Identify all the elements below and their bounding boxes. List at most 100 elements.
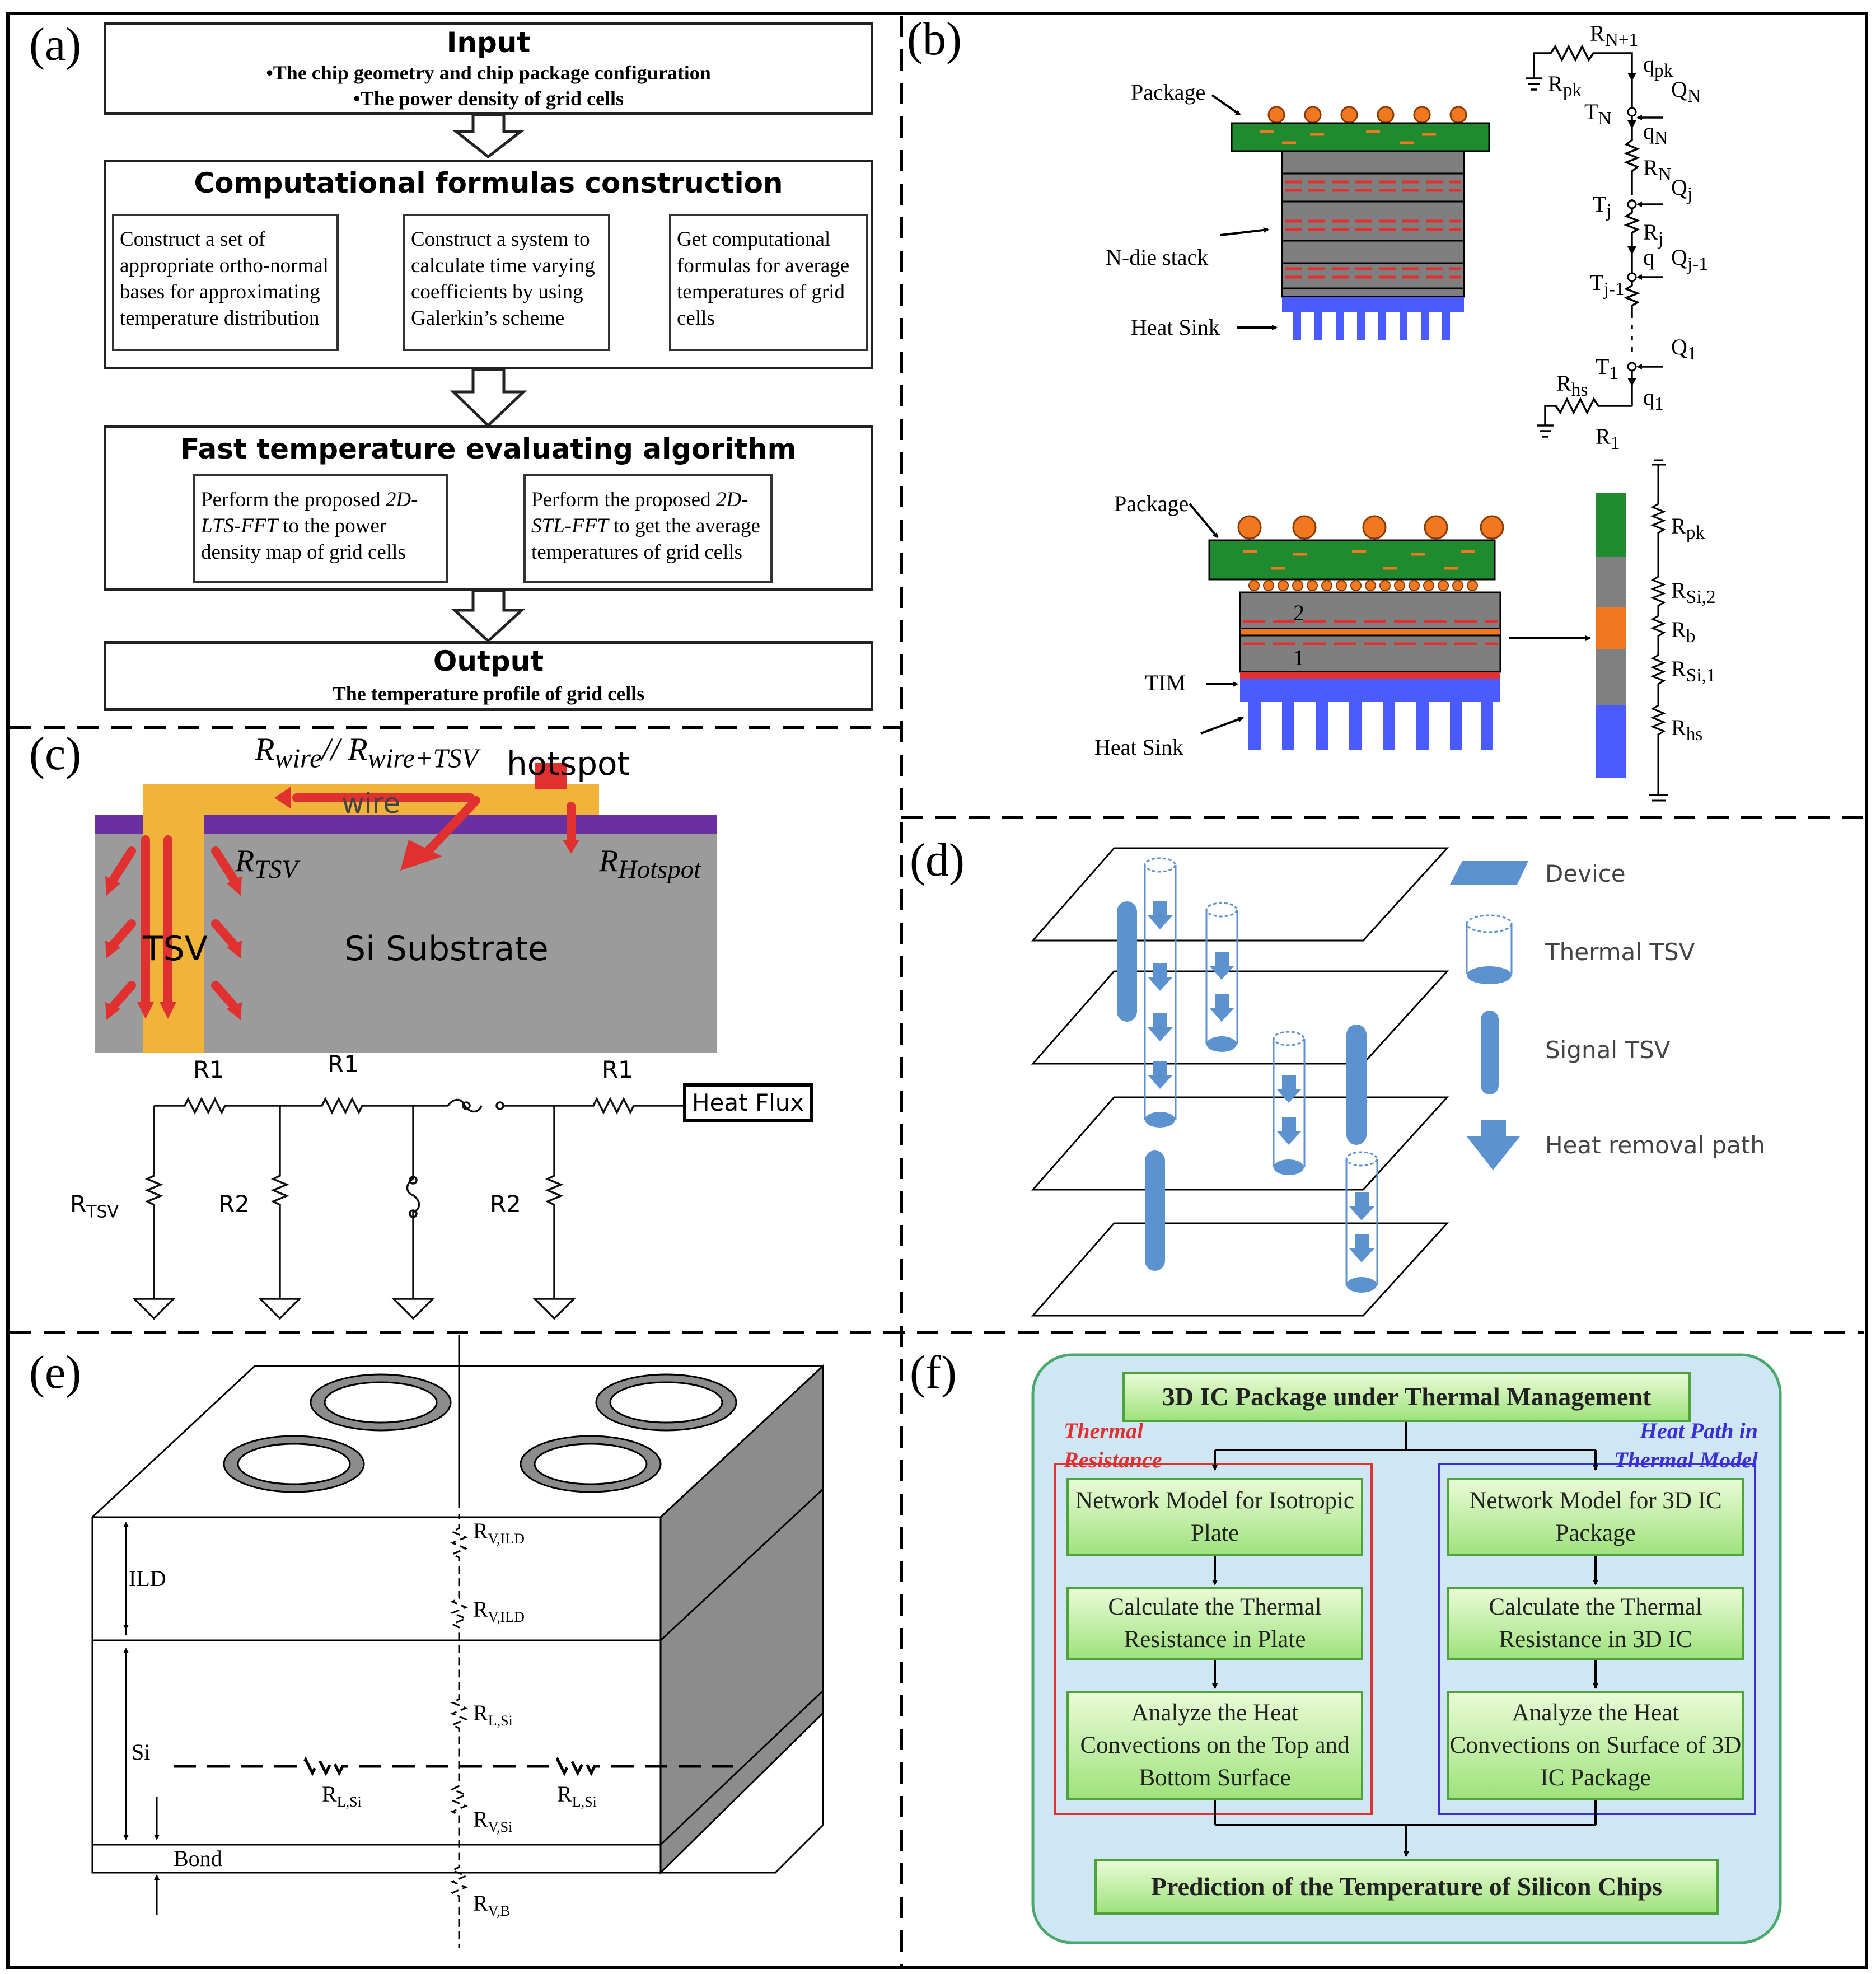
label-rpk-block: Rpk [1671, 513, 1705, 543]
step1-text-a: Perform the proposed [201, 488, 386, 511]
label-rtsv-res: RTSV [70, 1190, 119, 1222]
output-line: The temperature profile of grid cells [332, 682, 645, 705]
rc-bond-block [1596, 607, 1626, 649]
label-rb: Rb [1671, 617, 1696, 647]
label-rl-si-left: RL,Si [322, 1781, 362, 1810]
figure-border [6, 12, 1868, 1969]
label-rv-ild-1: RV,ILD [473, 1518, 525, 1547]
label-wire: wire [341, 787, 401, 820]
label-heatsink-bottom: Heat Sink [1094, 735, 1183, 760]
rc-si1-block [1596, 649, 1626, 705]
heat-flux-box: Heat Flux [683, 1083, 813, 1122]
label-ild: ILD [129, 1566, 166, 1591]
label-rl-si-right: RL,Si [557, 1781, 597, 1810]
label-R1: R1 [1596, 424, 1620, 453]
label-q1: q1 [1643, 385, 1664, 414]
f-left-step-2: Calculate the Thermal Resistance in Plat… [1066, 1587, 1363, 1660]
label-rwire: Rwire// Rwire+TSV [255, 731, 479, 774]
hotspot-block [535, 763, 567, 789]
output-title: Output [433, 645, 544, 677]
label-T1: T1 [1596, 354, 1619, 383]
label-si: Si [132, 1739, 151, 1765]
rc-package-block [1596, 493, 1626, 557]
label-Tj: Tj [1593, 191, 1612, 221]
label-package-bottom: Package [1114, 491, 1189, 516]
label-rpk-circuit: Rpk [1548, 71, 1582, 101]
f-left-tag: Thermal Resistance [1064, 1418, 1162, 1472]
panel-a-label: (a) [29, 18, 82, 71]
circuit-nodes [1627, 107, 1637, 372]
panel-e-label: (e) [29, 1346, 82, 1398]
label-Qj: Qj [1671, 175, 1693, 204]
label-RN: RN [1643, 155, 1672, 185]
rc-sink-block [1596, 705, 1626, 778]
legend-heat-path-icon [1467, 1120, 1520, 1170]
label-rl-si-v: RL,Si [473, 1700, 513, 1729]
legend-device: Device [1545, 860, 1626, 887]
step2-method: 2D-STL-FFT [531, 488, 748, 537]
panel-d-tsvs [1117, 857, 1528, 1293]
step2-text-b: to get the average temperatures of grid … [531, 514, 760, 564]
label-tim: TIM [1145, 670, 1186, 695]
rc-si2-block [1596, 557, 1626, 607]
label-r2-a: R2 [218, 1190, 250, 1218]
label-q: q [1643, 245, 1654, 270]
label-package-top: Package [1131, 79, 1206, 105]
input-box: Input •The chip geometry and chip packag… [104, 22, 873, 115]
algorithm-title: Fast temperature evaluating algorithm [180, 433, 797, 465]
label-qpk: qpk [1643, 52, 1673, 81]
label-tsv: TSV [143, 929, 208, 969]
algorithm-step-1: Perform the proposed 2D-LTS-FFT to the p… [193, 474, 448, 583]
construction-step-3: Get computational formulas for average t… [669, 214, 868, 351]
label-r1-b: R1 [328, 1050, 359, 1078]
construction-step-1: Construct a set of appropriate ortho-nor… [112, 214, 339, 351]
f-right-step-2: Calculate the Thermal Resistance in 3D I… [1447, 1587, 1744, 1660]
f-left-step-3: Analyze the Heat Convections on the Top … [1066, 1691, 1363, 1800]
label-ndie: N-die stack [1106, 245, 1209, 270]
flow-arrow-down-2 [450, 368, 527, 428]
construction-title: Computational formulas construction [194, 167, 783, 199]
f-right-step-1: Network Model for 3D IC Package [1447, 1478, 1744, 1556]
legend-device-icon [1450, 861, 1528, 885]
algorithm-step-2: Perform the proposed 2D-STL-FFT to get t… [523, 474, 773, 583]
label-qN: qN [1643, 119, 1668, 148]
panel-c-graphic [95, 763, 717, 1053]
panel-d-graphic [1031, 847, 1449, 1317]
label-rn1: RN+1 [1590, 21, 1639, 50]
input-line-1: •The chip geometry and chip package conf… [266, 62, 711, 84]
label-rv-b: RV,B [473, 1891, 510, 1919]
label-r2-b: R2 [490, 1190, 521, 1218]
panel-c-label: (c) [29, 728, 82, 780]
label-rsi2: RSi,2 [1671, 578, 1716, 607]
panel-c-circuit [132, 1097, 683, 1320]
label-Rj: Rj [1643, 219, 1663, 249]
label-rhs-block: Rhs [1671, 715, 1703, 745]
circuit-flow-arrows [1627, 73, 1636, 386]
algorithm-box: Fast temperature evaluating algorithm Pe… [104, 425, 873, 591]
legend-signal-tsv-icon [1481, 1011, 1499, 1094]
legend-heat-removal: Heat removal path [1545, 1131, 1765, 1159]
step1-method: 2D-LTS-FFT [201, 488, 418, 537]
legend-thermal-tsv: Thermal TSV [1545, 938, 1695, 966]
panel-b-2die [1189, 459, 1668, 802]
flow-arrow-down-1 [452, 113, 525, 159]
label-r1-a: R1 [193, 1056, 224, 1083]
f-right-step-3: Analyze the Heat Convections on Surface … [1447, 1691, 1744, 1800]
label-Tj1: Tj-1 [1590, 270, 1625, 300]
panel-e-resistors [123, 1335, 733, 1948]
output-box: Output The temperature profile of grid c… [104, 641, 873, 711]
label-rsi1: RSi,1 [1671, 656, 1716, 686]
label-Qj1: Qj-1 [1671, 245, 1708, 274]
f-top-box: 3D IC Package under Thermal Management [1122, 1372, 1691, 1422]
label-die1: 1 [1293, 645, 1304, 670]
input-line-2: •The power density of grid cells [353, 87, 624, 110]
step1-text-b: to the power density map of grid cells [201, 514, 406, 564]
label-Rhs-circuit: Rhs [1556, 371, 1588, 400]
label-rv-si: RV,Si [473, 1807, 513, 1835]
flow-arrow-down-3 [451, 589, 526, 643]
panel-d-label: (d) [910, 834, 965, 886]
tsv-column [143, 784, 204, 1053]
panel-b-label: (b) [907, 13, 962, 65]
label-hotspot: hotspot [507, 745, 630, 783]
construction-step-2: Construct a system to calculate time var… [403, 214, 610, 351]
